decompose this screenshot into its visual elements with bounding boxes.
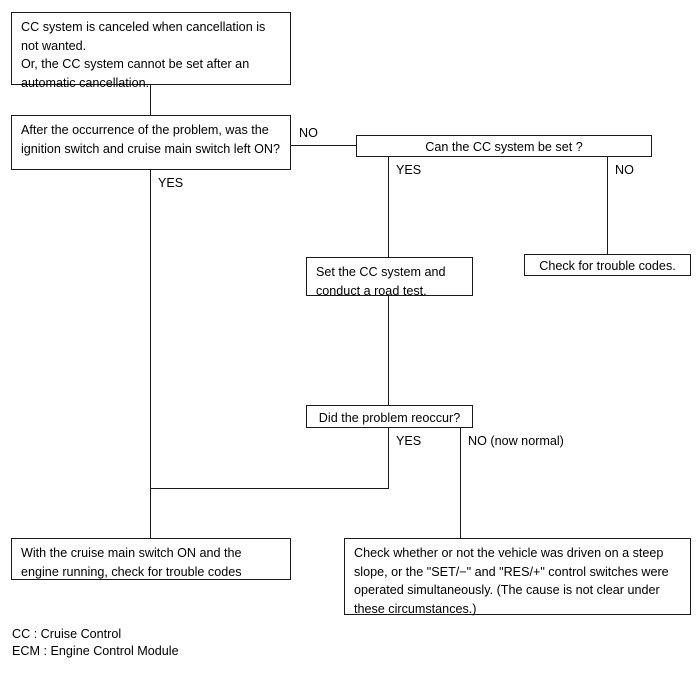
main-switch-on-box: With the cruise main switch ON and the e…	[11, 538, 291, 580]
connector-reoccur-yes-horizontal	[150, 488, 389, 489]
set-and-road-test-box: Set the CC system and conduct a road tes…	[306, 257, 473, 298]
check-trouble-codes-box: Check for trouble codes.	[524, 254, 691, 276]
connector-symptom-to-ignition	[150, 85, 151, 115]
edge-label-ignition-yes: YES	[158, 176, 184, 190]
edge-label-ignition-no: NO	[299, 126, 318, 140]
edge-label-reoccur-yes: YES	[396, 434, 422, 448]
symptom-box: CC system is canceled when cancellation …	[11, 12, 291, 90]
connector-reoccur-yes-vertical	[388, 428, 389, 488]
ignition-question-box: After the occurrence of the problem, was…	[11, 115, 291, 170]
edge-label-reoccur-no: NO (now normal)	[468, 434, 564, 448]
abbreviation-legend: CC : Cruise Control ECM : Engine Control…	[12, 627, 179, 658]
can-set-question-box: Can the CC system be set ?	[356, 135, 652, 157]
reoccur-question-box: Did the problem reoccur?	[306, 405, 473, 428]
connector-ignition-yes	[150, 170, 151, 538]
connector-reoccur-no	[460, 428, 461, 538]
connector-ignition-no	[291, 145, 356, 146]
connector-can-set-no	[607, 157, 608, 254]
connector-roadtest-to-reoccur	[388, 296, 389, 405]
edge-label-can-set-yes: YES	[396, 163, 422, 177]
connector-can-set-yes	[388, 157, 389, 257]
check-steep-slope-box: Check whether or not the vehicle was dri…	[344, 538, 691, 616]
edge-label-can-set-no: NO	[615, 163, 634, 177]
